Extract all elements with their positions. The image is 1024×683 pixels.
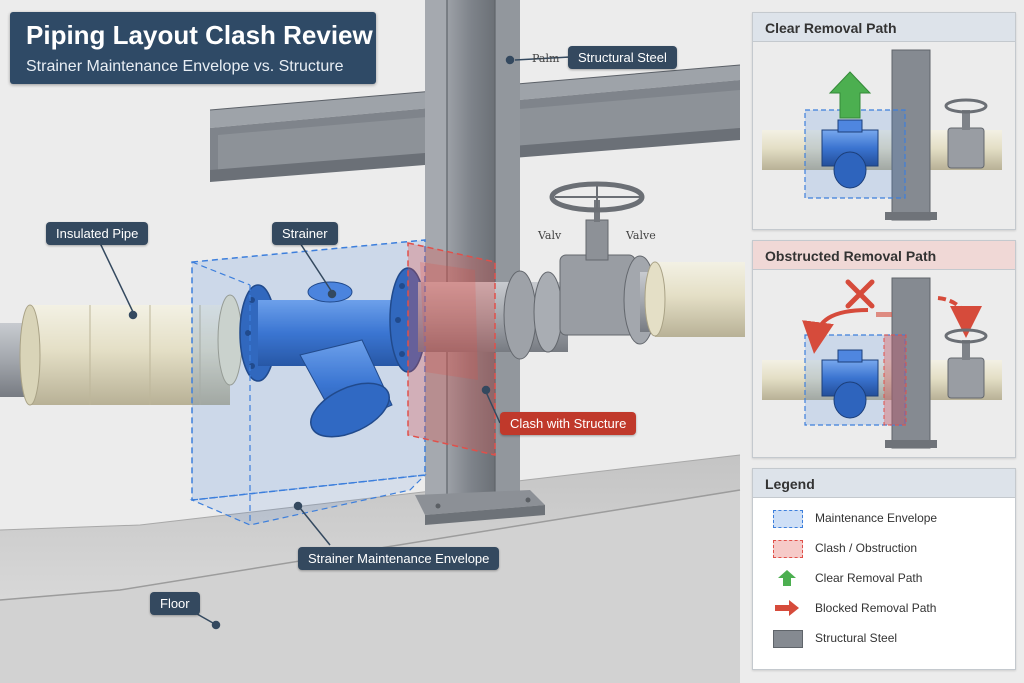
- floor-label: Floor: [150, 592, 200, 615]
- valve-assembly: [418, 181, 745, 360]
- maintenance-envelope: [189, 239, 427, 526]
- clear-path-inset: [762, 49, 1002, 221]
- clash-swatch: [773, 540, 803, 558]
- clear-removal-panel: Clear Removal Path: [752, 12, 1016, 230]
- envelope-swatch: [773, 510, 803, 528]
- legend-label: Maintenance Envelope: [815, 511, 938, 525]
- envelope-label: Strainer Maintenance Envelope: [298, 547, 500, 570]
- structural-steel-label: Structural Steel: [568, 46, 677, 69]
- legend-label: Clear Removal Path: [815, 571, 923, 585]
- page-title: Piping Layout Clash Review: [26, 20, 373, 50]
- legend-label: Blocked Removal Path: [815, 601, 937, 615]
- title-banner: Piping Layout Clash Review Strainer Main…: [10, 12, 376, 84]
- steel-column: [415, 0, 545, 525]
- red-arrow-right-icon: [775, 600, 799, 616]
- legend-title: Legend: [765, 476, 815, 492]
- clear-removal-title: Clear Removal Path: [765, 20, 897, 36]
- legend-header: Legend: [753, 469, 1015, 498]
- obstructed-path-inset: [762, 277, 1002, 449]
- floor-slab: [0, 454, 741, 683]
- green-arrow-up-icon: [778, 570, 796, 586]
- legend-label: Structural Steel: [815, 631, 898, 645]
- clash-zone: [407, 242, 496, 456]
- clash-label: Clash with Structure: [500, 412, 637, 435]
- legend-panel: Legend Maintenance Envelope Clash / Obst…: [752, 468, 1016, 670]
- obstructed-removal-panel: Obstructed Removal Path: [752, 240, 1016, 458]
- strainer-body: [239, 267, 427, 438]
- insulated-pipe-label: Insulated Pipe: [46, 222, 149, 245]
- structural-steel-note: Palm: [532, 52, 560, 65]
- page-subtitle: Strainer Maintenance Envelope vs. Struct…: [26, 58, 344, 75]
- clear-removal-panel-header: Clear Removal Path: [753, 13, 1015, 42]
- legend-label: Clash / Obstruction: [815, 541, 918, 555]
- valve-note-right: Valve: [626, 229, 656, 242]
- obstructed-removal-title: Obstructed Removal Path: [765, 248, 937, 264]
- strainer-label: Strainer: [272, 222, 338, 245]
- valve-note-left: Valv: [538, 229, 562, 242]
- steel-swatch: [773, 630, 803, 648]
- obstructed-removal-panel-header: Obstructed Removal Path: [753, 241, 1015, 270]
- insulated-pipe: [0, 294, 243, 406]
